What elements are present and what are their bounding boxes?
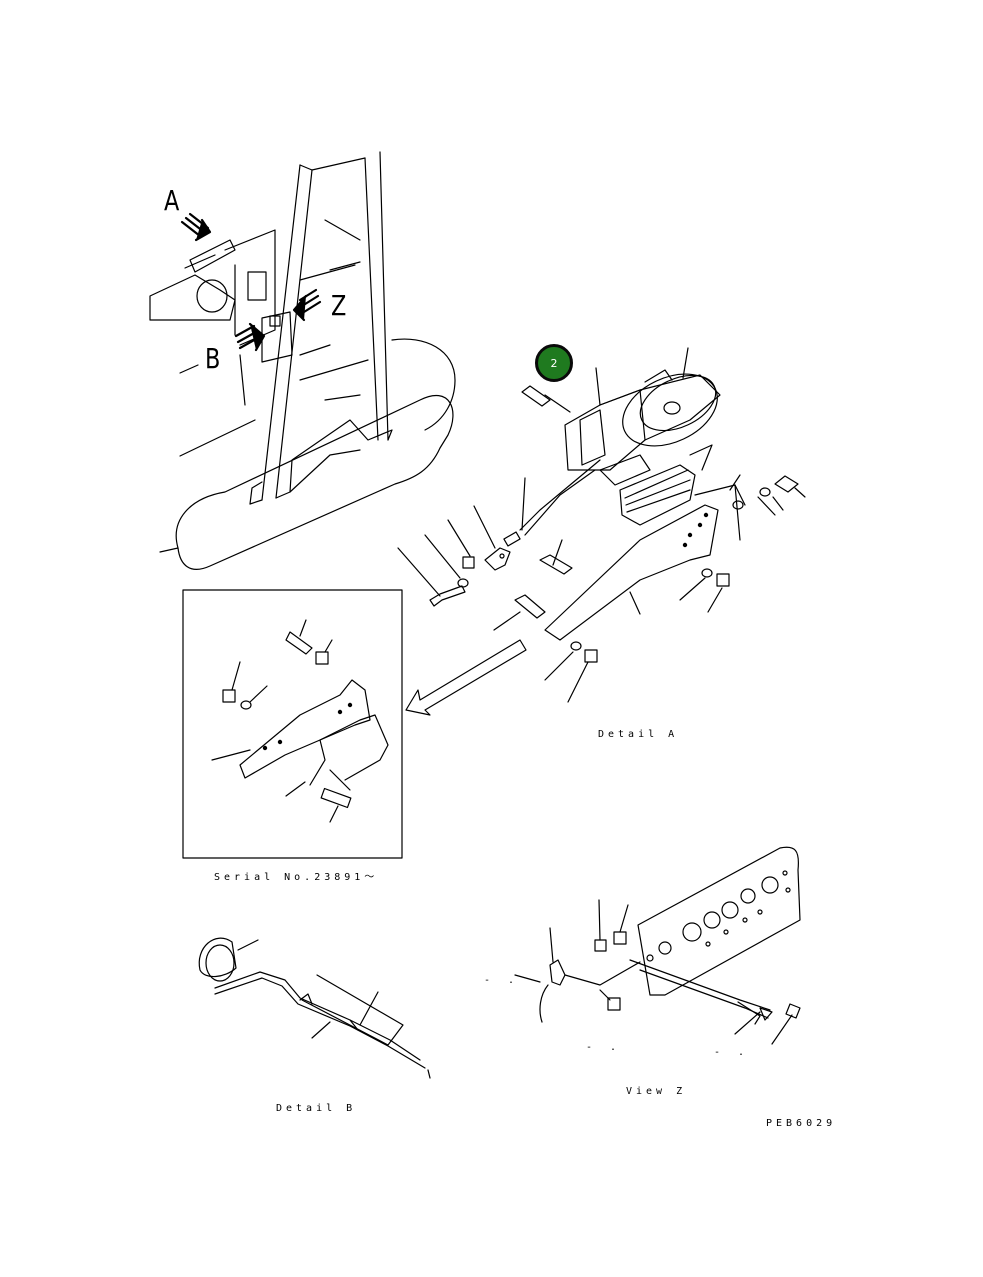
mark-dash-left: - .: [484, 975, 521, 986]
view-arrow-b: [234, 322, 266, 352]
detail-b-assembly: [198, 937, 431, 1079]
view-z-assembly: [514, 846, 801, 1045]
view-letter-a: A: [164, 184, 180, 217]
caption-detail-b: Detail B: [276, 1103, 357, 1114]
serial-inset: [182, 589, 403, 859]
detail-a-assembly: [397, 347, 806, 716]
caption-view-z: View Z: [626, 1086, 687, 1097]
view-arrow-a: [180, 212, 212, 242]
drawing-code: PEB6029: [766, 1118, 837, 1129]
callout-number: 2: [550, 356, 558, 370]
part-callout-2[interactable]: 2: [535, 344, 573, 382]
view-letter-b: B: [205, 342, 221, 375]
view-letter-z: Z: [331, 289, 347, 322]
mark-dash-mid: - .: [586, 1042, 623, 1053]
mark-dash-right: - .: [714, 1047, 751, 1058]
view-arrow-z: [292, 288, 322, 322]
caption-detail-a: Detail A: [598, 729, 679, 740]
machine-overview: [149, 151, 456, 570]
caption-serial: Serial No.23891～: [214, 872, 379, 883]
